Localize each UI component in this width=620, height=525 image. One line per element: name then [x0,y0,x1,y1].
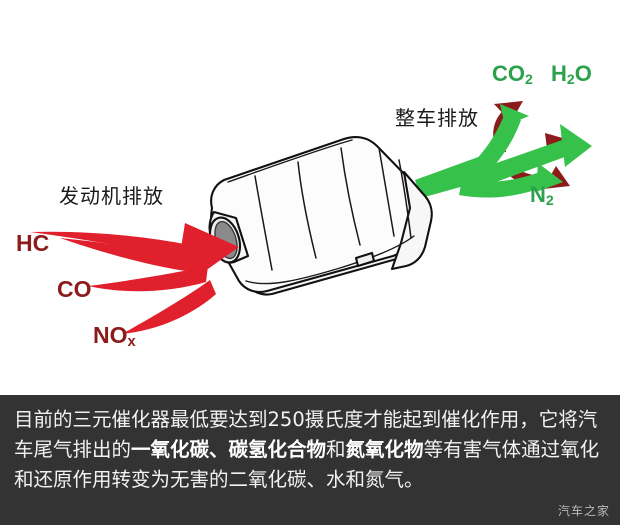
caption-text: 目前的三元催化器最低要达到250摄氏度才能起到催化作用，它将汽车尾气排出的一氧化… [14,405,606,495]
label-n2: N2 [530,182,554,209]
green-arrowhead-right [560,124,592,167]
label-n2-subscript: 2 [545,192,554,209]
converter-top-crease [227,139,353,183]
label-nox: NOx [93,322,136,351]
converter-outlet-cone [390,170,433,271]
catalytic-converter-svg [30,101,592,334]
inlet-arrows-group [30,223,239,334]
label-n2-main: N [530,182,546,207]
red-main-arrowhead [181,223,239,283]
caption-segment: 氮氧化物 [345,438,424,461]
label-co2: CO2 [492,61,533,88]
green-arrowhead-up [500,104,529,126]
caption-bar: 目前的三元催化器最低要达到250摄氏度才能起到催化作用，它将汽车尾气排出的一氧化… [0,395,620,525]
label-nox-main: NO [93,322,128,348]
diagram-illustration: 发动机排放 HC CO NOx 整车排放 CO2 H2O N2 [16,61,592,351]
green-branch-right [468,138,573,190]
label-h2o-subscript: 2 [566,71,575,88]
caption-segment: 一氧化碳、碳氢化合物 [131,438,327,461]
red-arrow-nox [122,280,216,334]
converter-mount-tab [354,251,376,268]
outlet-arrows-group [415,101,592,198]
green-arrowhead-down [536,163,563,192]
red-arrow-hc [30,231,206,264]
green-branch-up [470,113,521,180]
catalytic-converter-body [208,136,433,296]
label-engine-emission: 发动机排放 [59,184,164,208]
converter-seam-lines [254,147,412,271]
label-hc: HC [16,230,50,256]
converter-shell [210,136,422,294]
watermark: 汽车之家 [557,504,610,518]
label-vehicle-emission: 整车排放 [395,106,479,130]
caption-segment: 和 [326,438,346,461]
red-main-shaft [60,238,196,272]
label-h2o-tail: O [574,61,592,86]
red-arrow-co [88,266,208,292]
green-branch-down [459,172,546,198]
label-co: CO [57,276,92,302]
label-h2o: H2O [551,61,592,88]
label-co2-subscript: 2 [525,71,533,88]
caption-segment: 目前的三元催化器最低要达到250摄氏度才能起到催化作用，它将汽车尾气排出的 [14,408,598,461]
caption-segment: 等有害气体通过氧化和还原作用转变为无害的二氧化碳、水和氮气。 [14,438,600,491]
label-nox-subscript: x [127,334,136,351]
label-h2o-main: H [551,61,567,86]
label-co2-main: CO [492,61,525,86]
converter-bottom-rim [245,235,415,285]
